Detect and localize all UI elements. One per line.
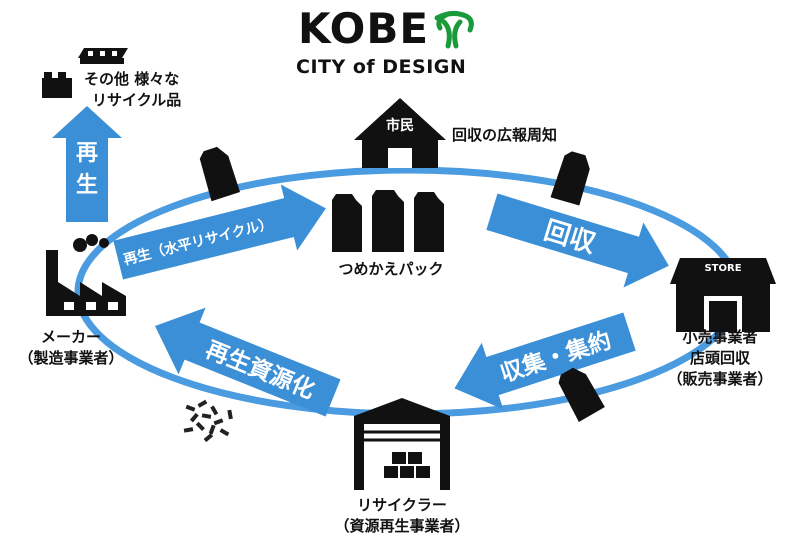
recycler-label-line1: リサイクラー [357,496,447,514]
store-icon [670,258,776,332]
city-of-design-tagline: CITY of DESIGN [296,56,467,78]
recover-arrow: 再生資源化 [154,307,341,417]
citizen-house-icon [354,98,446,168]
other-label-line1: その他 様々な [84,70,180,88]
store-label-line2: 店頭回収 [689,349,750,367]
refill-pack-icon-left [199,146,241,202]
store-label-line1: 小売事業者 [682,328,758,346]
factory-icon [46,234,126,316]
refill-packs-icon [332,190,444,252]
warehouse-icon [354,398,450,490]
resin-pellets-icon [183,399,233,443]
regen-arrow-label-2: 生 [76,173,98,198]
maker-label-line2: （製造事業者） [18,349,124,367]
citizen-caption: 回収の広報周知 [452,126,558,144]
citizen-house-label: 市民 [386,118,414,134]
regen-arrow-label-1: 再 [76,141,98,166]
recycler-label-line2: （資源再生事業者） [334,517,470,535]
cycle-ring [74,166,742,418]
maker-label-line1: メーカー [40,328,101,346]
plastic-block-icon [42,48,128,98]
kobe-wordmark: KOBE [298,4,430,53]
store-sign: STORE [704,263,742,274]
refill-pack-icon-bottom [558,367,605,423]
kobe-emblem-icon [434,10,474,49]
other-label-line2: リサイクル品 [92,91,182,109]
regen-arrow: 再 生 [52,106,122,222]
refill-pack-label: つめかえパック [338,260,444,278]
store-label-line3: （販売事業者） [667,370,773,388]
refill-pack-icon-right [550,151,590,206]
